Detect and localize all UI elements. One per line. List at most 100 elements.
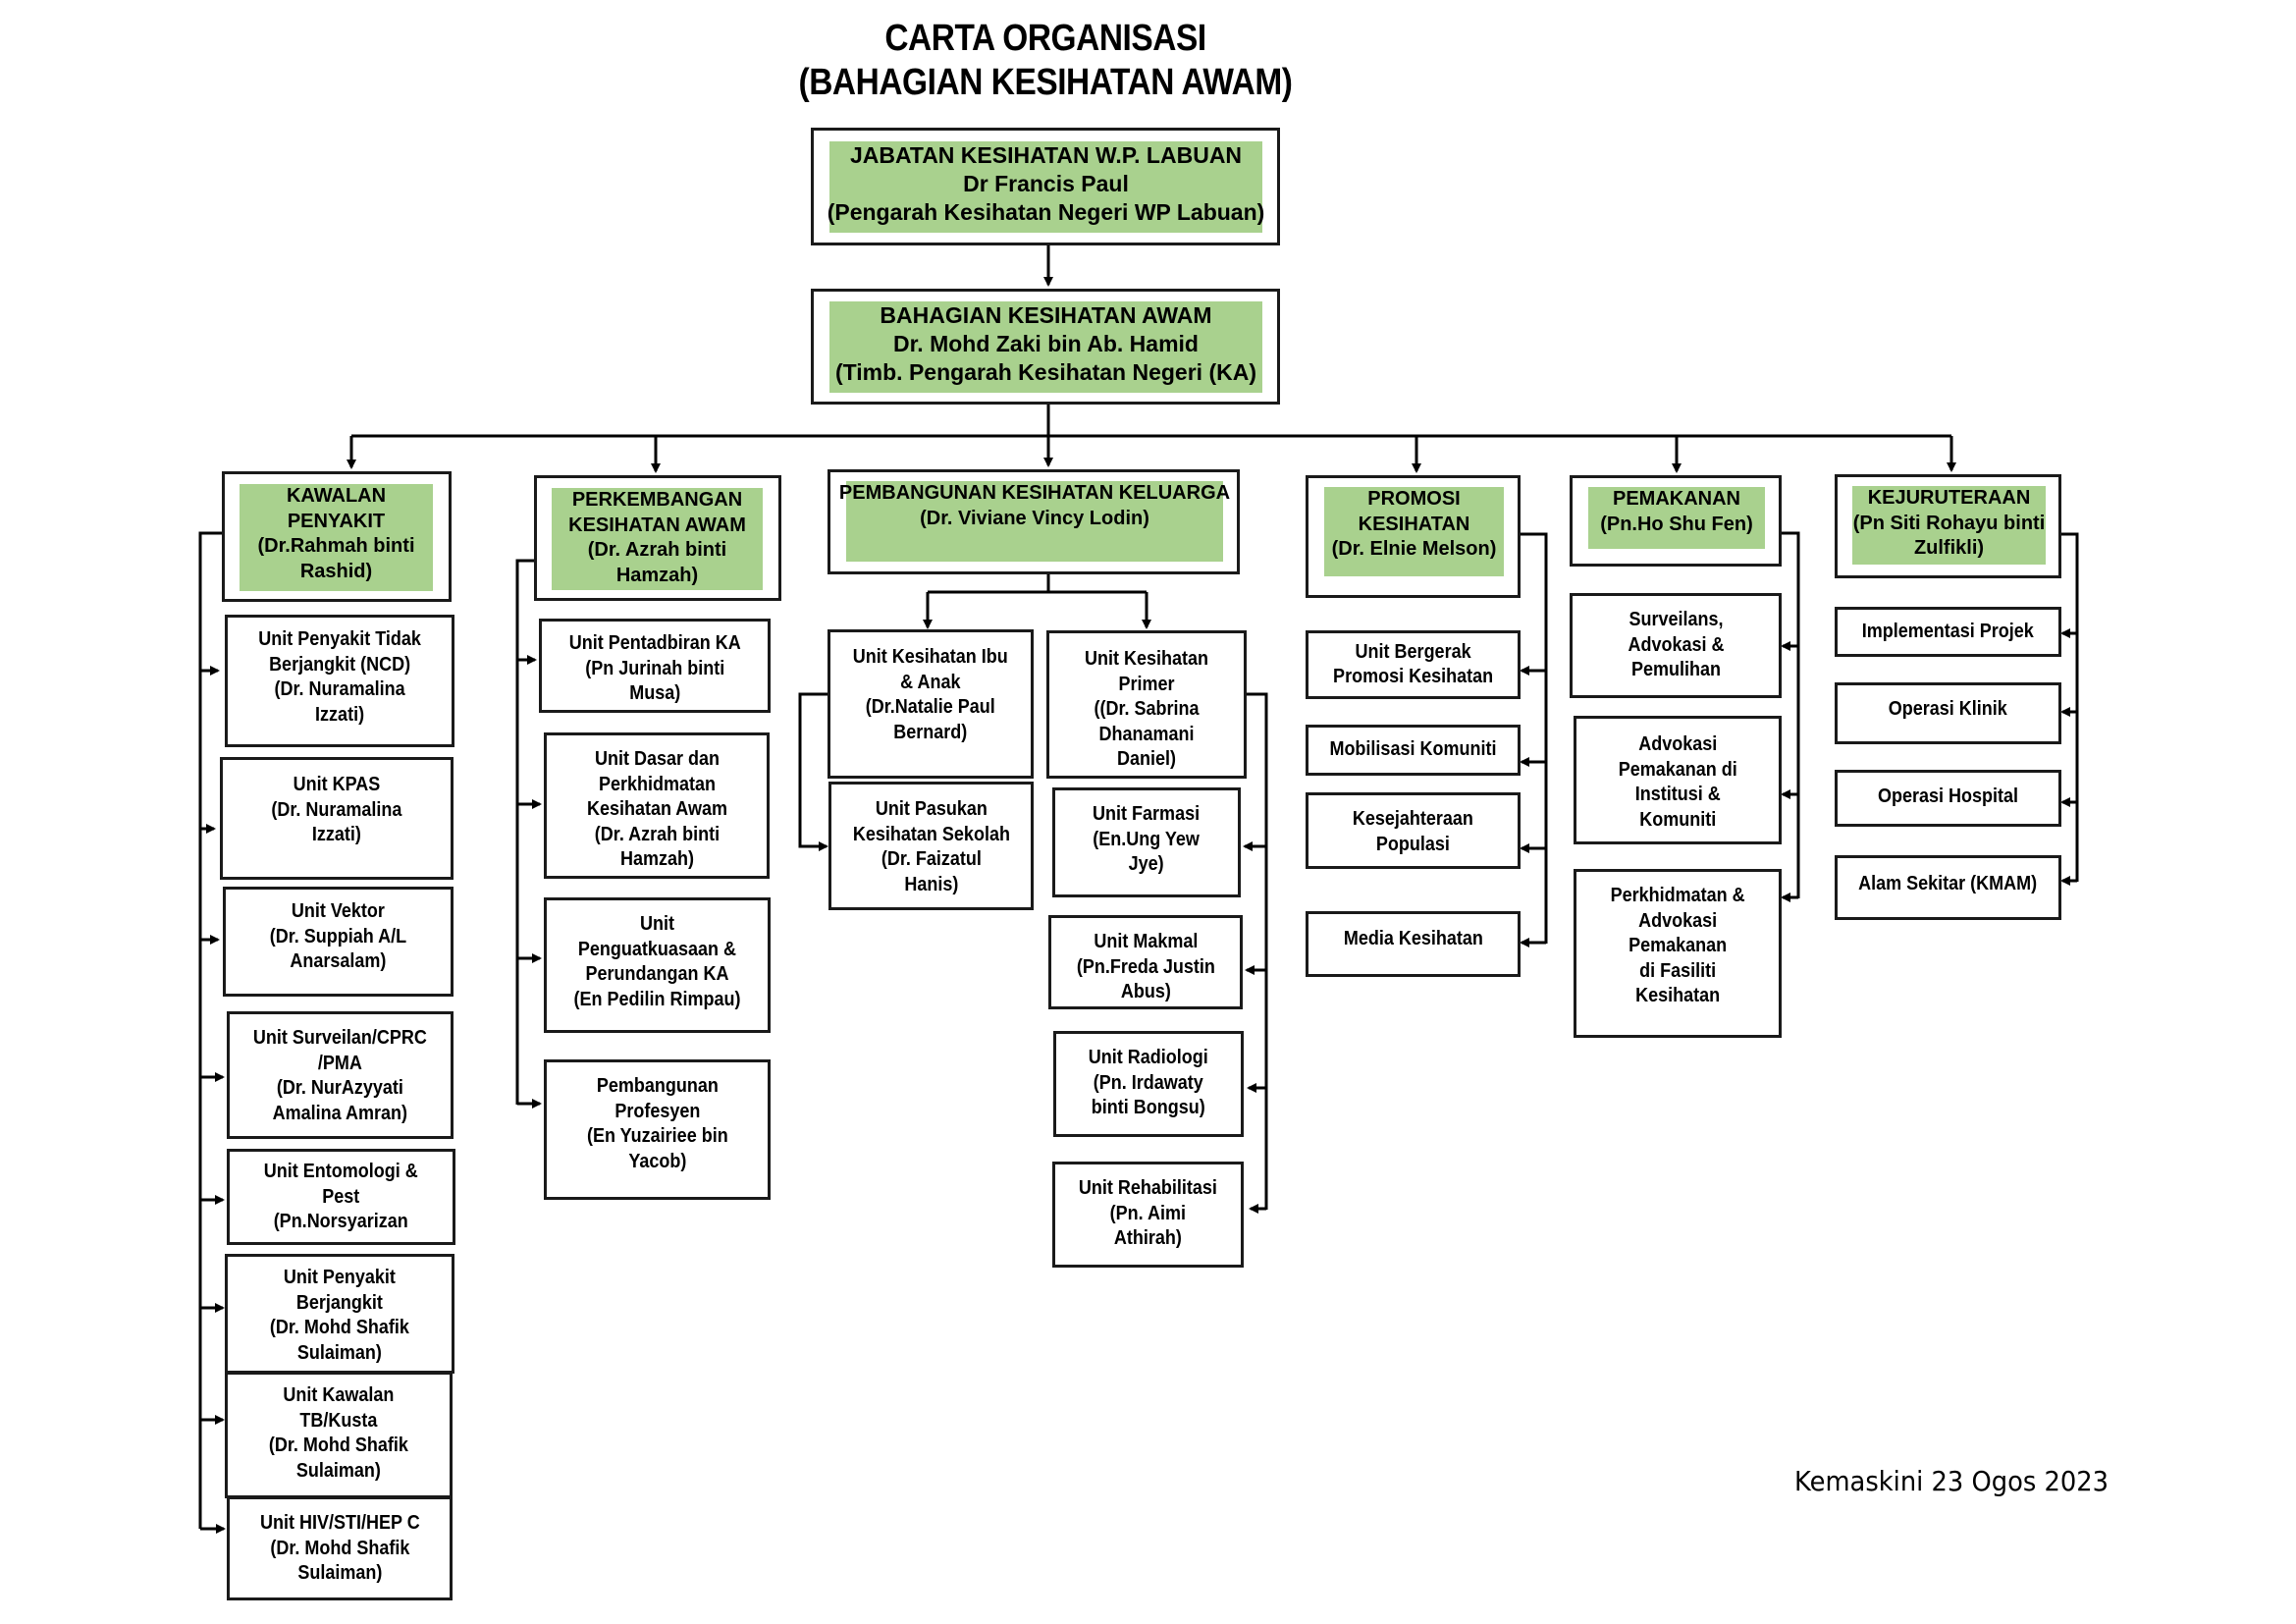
section-header-fill: PERKEMBANGAN KESIHATAN AWAM (Dr. Azrah b… bbox=[552, 488, 763, 590]
unit-label: Unit Surveilan/CPRC /PMA (Dr. NurAzyyati… bbox=[252, 1027, 428, 1124]
section-kawalan-penyakit: KAWALAN PENYAKIT (Dr.Rahmah binti Rashid… bbox=[222, 471, 452, 602]
unit-box: Advokasi Pemakanan di Institusi & Komuni… bbox=[1574, 716, 1782, 844]
unit-box: Unit Penyakit Tidak Berjangkit (NCD) (Dr… bbox=[225, 615, 454, 747]
unit-box: Unit Kesihatan Ibu & Anak (Dr.Natalie Pa… bbox=[828, 629, 1034, 779]
unit-label: Advokasi Pemakanan di Institusi & Komuni… bbox=[1618, 733, 1737, 831]
unit-box: Unit Rehabilitasi (Pn. Aimi Athirah) bbox=[1052, 1162, 1244, 1268]
unit-box: Mobilisasi Komuniti bbox=[1306, 725, 1521, 776]
node-jabatan-kesihatan: JABATAN KESIHATAN W.P. LABUAN Dr Francis… bbox=[811, 128, 1280, 245]
chart-title-line1: CARTA ORGANISASI bbox=[884, 18, 1206, 59]
unit-box: Perkhidmatan & Advokasi Pemakanan di Fas… bbox=[1574, 869, 1782, 1038]
header-line: PEMAKANAN bbox=[1613, 488, 1740, 510]
header-line: (Dr. Elnie Melson) bbox=[1331, 538, 1497, 560]
unit-label: Unit Makmal (Pn.Freda Justin Abus) bbox=[1076, 931, 1215, 1002]
header-line: PENYAKIT bbox=[287, 510, 386, 532]
header-line: KEJURUTERAAN bbox=[1867, 487, 2031, 509]
unit-label: Unit Radiologi (Pn. Irdawaty binti Bongs… bbox=[1088, 1047, 1208, 1118]
unit-label: Unit Entomologi & Pest (Pn.Norsyarizan bbox=[264, 1161, 418, 1232]
unit-box: Unit Kawalan TB/Kusta (Dr. Mohd Shafik S… bbox=[225, 1372, 453, 1498]
unit-label: Unit Pasukan Kesihatan Sekolah (Dr. Faiz… bbox=[852, 798, 1010, 895]
header-line: (Pn Siti Rohayu binti bbox=[1852, 512, 2046, 534]
header-line: Hamzah) bbox=[615, 564, 699, 586]
unit-box: Unit Dasar dan Perkhidmatan Kesihatan Aw… bbox=[544, 732, 770, 879]
unit-label: Implementasi Projek bbox=[1861, 620, 2035, 642]
header-line: (Pn.Ho Shu Fen) bbox=[1600, 513, 1753, 535]
unit-label: Unit Penyakit Berjangkit (Dr. Mohd Shafi… bbox=[269, 1267, 410, 1364]
section-kejuruteraan: KEJURUTERAAN (Pn Siti Rohayu binti Zulfi… bbox=[1835, 474, 2061, 578]
unit-box: Unit Makmal (Pn.Freda Justin Abus) bbox=[1048, 915, 1243, 1009]
node-person: Dr. Mohd Zaki bin Ab. Hamid bbox=[893, 331, 1199, 356]
header-line: Rashid) bbox=[299, 560, 373, 582]
section-header-fill: PEMAKANAN (Pn.Ho Shu Fen) bbox=[1588, 487, 1765, 549]
header-line: (Dr.Rahmah binti bbox=[257, 535, 415, 557]
header-line: KAWALAN bbox=[286, 485, 387, 507]
chart-title-line2: (BAHAGIAN KESIHATAN AWAM) bbox=[798, 62, 1293, 103]
unit-box: Media Kesihatan bbox=[1306, 911, 1521, 977]
unit-label: Alam Sekitar (KMAM) bbox=[1858, 873, 2038, 894]
section-header-fill: PROMOSI KESIHATAN (Dr. Elnie Melson) bbox=[1324, 487, 1504, 576]
unit-label: Mobilisasi Komuniti bbox=[1329, 738, 1497, 761]
node-title: BAHAGIAN KESIHATAN AWAM bbox=[880, 302, 1212, 328]
header-line: PEMBANGUNAN KESIHATAN KELUARGA bbox=[838, 482, 1231, 504]
updated-date-note: Kemaskini 23 Ogos 2023 bbox=[1794, 1465, 2109, 1497]
unit-label: Kesejahteraan Populasi bbox=[1352, 808, 1474, 855]
unit-box: Operasi Hospital bbox=[1835, 770, 2061, 827]
section-header-fill: KEJURUTERAAN (Pn Siti Rohayu binti Zulfi… bbox=[1852, 486, 2046, 565]
unit-box: Unit Penyakit Berjangkit (Dr. Mohd Shafi… bbox=[225, 1254, 454, 1374]
unit-box: Unit Penguatkuasaan & Perundangan KA (En… bbox=[544, 897, 771, 1033]
unit-label: Unit Kesihatan Primer ((Dr. Sabrina Dhan… bbox=[1084, 648, 1209, 770]
header-line: Zulfikli) bbox=[1913, 537, 1985, 559]
section-promosi-kesihatan: PROMOSI KESIHATAN (Dr. Elnie Melson) bbox=[1306, 475, 1521, 598]
unit-label: Unit Dasar dan Perkhidmatan Kesihatan Aw… bbox=[586, 748, 727, 870]
section-perkembangan-kesihatan-awam: PERKEMBANGAN KESIHATAN AWAM (Dr. Azrah b… bbox=[534, 475, 781, 601]
section-header-fill: KAWALAN PENYAKIT (Dr.Rahmah binti Rashid… bbox=[240, 484, 433, 591]
unit-box: Unit Surveilan/CPRC /PMA (Dr. NurAzyyati… bbox=[227, 1011, 454, 1139]
header-line: (Dr. Viviane Vincy Lodin) bbox=[920, 507, 1149, 529]
header-line: KESIHATAN AWAM bbox=[568, 514, 746, 536]
node-jabatan-kesihatan-fill: JABATAN KESIHATAN W.P. LABUAN Dr Francis… bbox=[828, 141, 1264, 233]
unit-box: Alam Sekitar (KMAM) bbox=[1835, 855, 2061, 920]
unit-label: Operasi Klinik bbox=[1888, 698, 2008, 720]
unit-label: Unit KPAS (Dr. Nuramalina Izzati) bbox=[271, 774, 402, 845]
unit-label: Operasi Hospital bbox=[1877, 785, 2019, 807]
node-role: (Timb. Pengarah Kesihatan Negeri (KA) bbox=[835, 359, 1256, 385]
section-header-fill: PEMBANGUNAN KESIHATAN KELUARGA (Dr. Vivi… bbox=[839, 481, 1230, 562]
unit-label: Unit Pentadbiran KA (Pn Jurinah binti Mu… bbox=[568, 632, 741, 704]
unit-box: Implementasi Projek bbox=[1835, 607, 2061, 657]
unit-box: Pembangunan Profesyen (En Yuzairiee bin … bbox=[544, 1059, 771, 1200]
node-person: Dr Francis Paul bbox=[963, 171, 1129, 196]
unit-label: Unit Penyakit Tidak Berjangkit (NCD) (Dr… bbox=[258, 628, 421, 726]
header-line: PERKEMBANGAN bbox=[571, 489, 743, 511]
unit-label: Media Kesihatan bbox=[1343, 928, 1483, 949]
unit-box: Unit Pentadbiran KA (Pn Jurinah binti Mu… bbox=[539, 619, 771, 713]
unit-label: Perkhidmatan & Advokasi Pemakanan di Fas… bbox=[1610, 885, 1745, 1006]
section-pemakanan: PEMAKANAN (Pn.Ho Shu Fen) bbox=[1570, 475, 1782, 567]
section-pembangunan-kesihatan-keluarga: PEMBANGUNAN KESIHATAN KELUARGA (Dr. Vivi… bbox=[828, 469, 1240, 574]
unit-label: Unit Farmasi (En.Ung Yew Jye) bbox=[1093, 803, 1201, 875]
header-line: KESIHATAN bbox=[1358, 513, 1470, 535]
unit-label: Surveilans, Advokasi & Pemulihan bbox=[1627, 609, 1725, 680]
unit-box: Unit Entomologi & Pest (Pn.Norsyarizan bbox=[227, 1149, 455, 1245]
unit-box: Unit Vektor (Dr. Suppiah A/L Anarsalam) bbox=[223, 887, 454, 997]
unit-box: Unit Farmasi (En.Ung Yew Jye) bbox=[1052, 787, 1241, 897]
unit-box: Operasi Klinik bbox=[1835, 682, 2061, 744]
header-line: (Dr. Azrah binti bbox=[587, 539, 727, 561]
unit-box: Unit Bergerak Promosi Kesihatan bbox=[1306, 630, 1521, 699]
node-bahagian-kesihatan-awam: BAHAGIAN KESIHATAN AWAM Dr. Mohd Zaki bi… bbox=[811, 289, 1280, 405]
unit-box: Surveilans, Advokasi & Pemulihan bbox=[1570, 593, 1782, 698]
header-line: PROMOSI bbox=[1367, 488, 1461, 510]
unit-label: Unit Penguatkuasaan & Perundangan KA (En… bbox=[573, 913, 741, 1010]
unit-label: Unit HIV/STI/HEP C (Dr. Mohd Shafik Sula… bbox=[259, 1512, 420, 1584]
unit-label: Unit Rehabilitasi (Pn. Aimi Athirah) bbox=[1078, 1177, 1218, 1249]
unit-label: Unit Kesihatan Ibu & Anak (Dr.Natalie Pa… bbox=[852, 646, 1009, 743]
unit-label: Unit Kawalan TB/Kusta (Dr. Mohd Shafik S… bbox=[268, 1384, 409, 1482]
unit-box: Unit Pasukan Kesihatan Sekolah (Dr. Faiz… bbox=[828, 782, 1034, 910]
unit-box: Kesejahteraan Populasi bbox=[1306, 792, 1521, 869]
node-title: JABATAN KESIHATAN W.P. LABUAN bbox=[849, 142, 1243, 168]
unit-box: Unit Radiologi (Pn. Irdawaty binti Bongs… bbox=[1053, 1031, 1244, 1137]
unit-label: Unit Bergerak Promosi Kesihatan bbox=[1332, 640, 1494, 688]
unit-box: Unit KPAS (Dr. Nuramalina Izzati) bbox=[220, 757, 454, 880]
unit-box: Unit Kesihatan Primer ((Dr. Sabrina Dhan… bbox=[1046, 630, 1247, 779]
unit-box: Unit HIV/STI/HEP C (Dr. Mohd Shafik Sula… bbox=[227, 1496, 453, 1600]
unit-label: Unit Vektor (Dr. Suppiah A/L Anarsalam) bbox=[269, 900, 407, 972]
